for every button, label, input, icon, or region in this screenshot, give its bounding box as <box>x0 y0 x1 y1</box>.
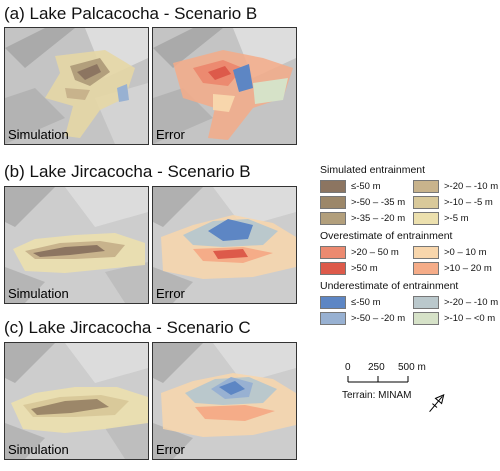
legend-item: >-50 – -20 m <box>320 312 405 325</box>
legend-label: >-50 – -35 m <box>351 197 406 208</box>
simulation-label: Simulation <box>8 127 69 142</box>
panel-b-error-map: Error <box>152 186 297 304</box>
legend-item: >50 m <box>320 262 378 275</box>
legend-swatch <box>320 212 346 225</box>
scale-label-0: 0 <box>345 362 351 373</box>
panel-c-title: (c) Lake Jircacocha - Scenario C <box>4 318 251 337</box>
panel-a-title: (a) Lake Palcacocha - Scenario B <box>4 4 258 23</box>
legend-swatch <box>413 312 439 325</box>
legend-swatch <box>320 312 346 325</box>
legend-label: >-10 – <0 m <box>444 313 496 324</box>
legend-swatch <box>413 296 439 309</box>
legend-swatch <box>320 196 346 209</box>
legend-swatch <box>413 246 439 259</box>
legend-item: >-20 – -10 m <box>413 180 498 193</box>
error-label: Error <box>156 442 185 457</box>
legend-swatch <box>320 262 346 275</box>
scale-label-250: 250 <box>368 362 385 373</box>
legend-label: >50 m <box>351 263 378 274</box>
legend-label: >-5 m <box>444 213 469 224</box>
legend-label: >-20 – -10 m <box>444 181 499 192</box>
legend-label: >-20 – -10 m <box>444 297 499 308</box>
error-label: Error <box>156 127 185 142</box>
legend-item: >-35 – -20 m <box>320 212 405 225</box>
legend-label: >-35 – -20 m <box>351 213 406 224</box>
legend-swatch <box>320 180 346 193</box>
legend-label: >0 – 10 m <box>444 247 487 258</box>
legend-item: >-50 – -35 m <box>320 196 405 209</box>
panel-a-simulation-map: Simulation <box>4 27 149 145</box>
legend-swatch <box>413 196 439 209</box>
legend-label: ≤-50 m <box>351 181 381 192</box>
legend-item: >-10 – <0 m <box>413 312 495 325</box>
error-label: Error <box>156 286 185 301</box>
panel-a-error-map: Error <box>152 27 297 145</box>
panel-c-simulation-map: Simulation <box>4 342 149 460</box>
legend-underestimate-title: Underestimate of entrainment <box>320 280 459 292</box>
legend-item: >20 – 50 m <box>320 246 399 259</box>
simulation-label: Simulation <box>8 442 69 457</box>
legend-label: >10 – 20 m <box>444 263 492 274</box>
legend-item: >0 – 10 m <box>413 246 487 259</box>
legend-swatch <box>413 262 439 275</box>
legend-swatch <box>413 180 439 193</box>
legend-label: >-50 – -20 m <box>351 313 406 324</box>
legend-item: ≤-50 m <box>320 296 381 309</box>
terrain-credit: Terrain: MINAM <box>342 390 412 401</box>
legend-item: >-20 – -10 m <box>413 296 498 309</box>
legend-simulated-title: Simulated entrainment <box>320 164 426 176</box>
scale-bar: 0 250 500 m Terrain: MINAM <box>340 362 460 428</box>
legend-item: >-10 – -5 m <box>413 196 493 209</box>
legend-item: >-5 m <box>413 212 469 225</box>
legend-overestimate-title: Overestimate of entrainment <box>320 230 453 242</box>
legend-swatch <box>413 212 439 225</box>
simulation-label: Simulation <box>8 286 69 301</box>
legend-swatch <box>320 246 346 259</box>
legend-item: >10 – 20 m <box>413 262 492 275</box>
panel-b-title: (b) Lake Jircacocha - Scenario B <box>4 162 251 181</box>
scale-label-500: 500 m <box>398 362 426 373</box>
legend-label: ≤-50 m <box>351 297 381 308</box>
north-arrow-icon <box>429 393 445 412</box>
panel-b-simulation-map: Simulation <box>4 186 149 304</box>
legend-item: ≤-50 m <box>320 180 381 193</box>
legend-swatch <box>320 296 346 309</box>
panel-c-error-map: Error <box>152 342 297 460</box>
legend-label: >-10 – -5 m <box>444 197 493 208</box>
legend-label: >20 – 50 m <box>351 247 399 258</box>
